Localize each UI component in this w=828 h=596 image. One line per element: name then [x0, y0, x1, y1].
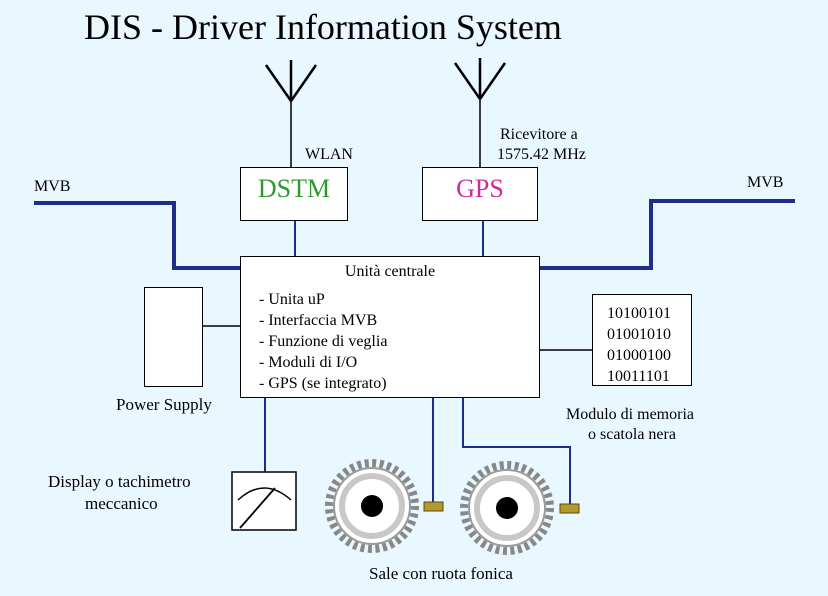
central-unit-box: Unità centrale - Unita uP - Interfaccia … [240, 256, 540, 398]
memory-label-2: o scatola nera [588, 426, 676, 443]
mvb-bus-left [34, 201, 240, 270]
memory-bit-row: 10011101 [607, 368, 670, 385]
diagram-title: DIS - Driver Information System [84, 7, 562, 47]
display-label-1: Display o tachimetro [48, 472, 191, 491]
memory-bit-row: 10100101 [607, 305, 671, 322]
mvb-left-label: MVB [34, 178, 71, 195]
phonic-wheel-icon [460, 461, 554, 555]
central-unit-list: - Unita uP - Interfaccia MVB - Funzione … [259, 289, 387, 394]
wlan-antenna-icon [264, 60, 318, 102]
phonic-wheel-icon [325, 459, 419, 553]
mvb-right-label: MVB [747, 174, 784, 191]
mvb-bus-right [540, 199, 795, 270]
memory-label-1: Modulo di memoria [566, 406, 694, 423]
memory-bit-row: 01000100 [607, 347, 671, 364]
memory-bit-row: 01001010 [607, 326, 671, 343]
central-unit-title: Unità centrale [344, 263, 436, 280]
central-unit-item: - Unita uP [259, 291, 325, 308]
display-label-2: meccanico [85, 494, 158, 513]
speed-sensor-icon [423, 501, 444, 512]
dstm-box: DSTM [240, 167, 348, 221]
gps-frequency-label: 1575.42 MHz [497, 146, 586, 163]
central-unit-item: - Moduli di I/O [259, 354, 358, 371]
wheels-label: Sale con ruota fonica [369, 564, 513, 583]
wlan-label: WLAN [305, 146, 353, 163]
central-unit-item: - Interfaccia MVB [259, 312, 378, 329]
central-unit-item: - GPS (se integrato) [259, 375, 387, 392]
gps-label: GPS [456, 174, 504, 203]
power-supply-box [144, 287, 203, 387]
gps-antenna-icon [453, 58, 507, 100]
speed-sensor-icon [559, 503, 580, 514]
dstm-label: DSTM [257, 174, 331, 203]
gauge-icon [231, 471, 297, 531]
gps-receiver-label: Ricevitore a [500, 126, 578, 143]
power-supply-label: Power Supply [116, 395, 212, 414]
memory-module-box: 10100101 01001010 01000100 10011101 [592, 294, 692, 386]
memory-bits: 10100101 01001010 01000100 10011101 [607, 303, 671, 387]
central-unit-item: - Funzione di veglia [259, 333, 388, 350]
gps-box: GPS [422, 167, 538, 221]
